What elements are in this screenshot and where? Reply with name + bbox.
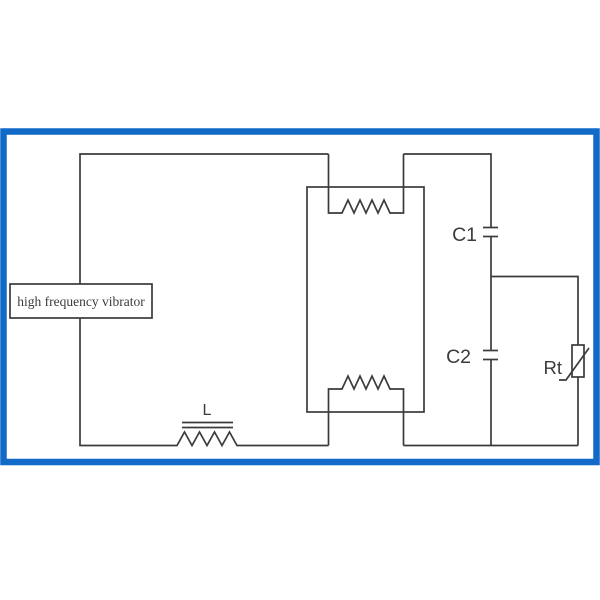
component-box: [306, 186, 425, 413]
rt-diagonal-stroke: [559, 347, 590, 381]
c1-label: C1: [452, 224, 477, 246]
rt-label: Rt: [544, 357, 563, 378]
thermistor-rt: Rt: [544, 344, 590, 446]
wire-bottom-left-with-inductor: [79, 318, 329, 448]
high-frequency-vibrator: high frequency vibrator: [9, 283, 153, 319]
inductor-l: L: [182, 402, 233, 429]
rt-body: [571, 344, 585, 378]
inductor-label: L: [203, 402, 212, 419]
wire-top-left: [79, 153, 329, 284]
c2-label: C2: [446, 346, 471, 368]
upper-resistor: [327, 154, 405, 216]
vibrator-box: [9, 283, 153, 319]
wire-branch-to-rt: [491, 275, 579, 345]
wire-top-right: [403, 153, 492, 227]
capacitor-c1: C1: [452, 224, 498, 246]
vibrator-label: high frequency vibrator: [17, 294, 145, 309]
image-border-frame: [0, 128, 600, 466]
lower-resistor: [327, 373, 405, 446]
